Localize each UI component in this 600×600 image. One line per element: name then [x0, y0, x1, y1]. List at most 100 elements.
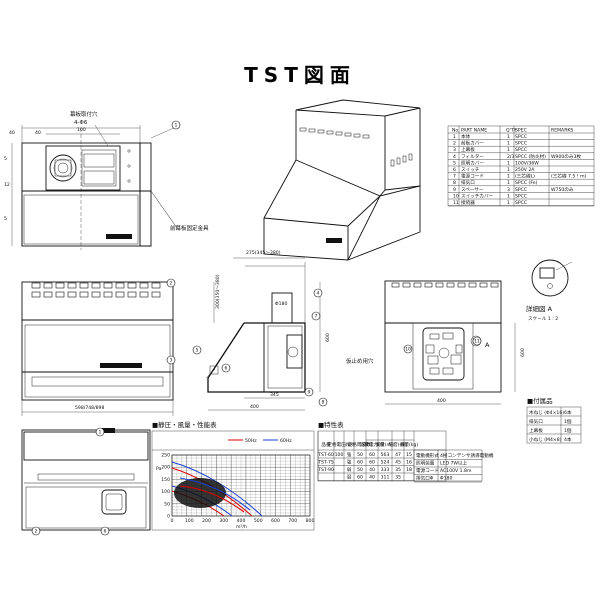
parts-cell: SPCC	[515, 200, 527, 206]
parts-header: Q'TY	[506, 128, 517, 134]
part-balloon-number: 7	[315, 314, 318, 320]
parts-cell: SPCC	[515, 147, 527, 153]
part-balloon-number: 5	[196, 348, 199, 354]
spec-note-key: 電動機形式	[416, 452, 439, 459]
parts-cell: 2/3	[507, 154, 514, 160]
spec-cell: 弱	[347, 467, 352, 473]
accessory-name: 小ねじ (M4×8)	[529, 436, 562, 443]
parts-cell: SPCC	[515, 141, 527, 147]
parts-cell: SPCC (Fe)	[515, 180, 538, 186]
part-balloon	[95, 427, 105, 437]
spec-cell: 40	[369, 467, 375, 473]
svg-text:600: 600	[325, 333, 331, 342]
isometric-view	[263, 99, 421, 261]
part-balloon-number: 1	[99, 430, 102, 436]
part-balloon	[403, 344, 413, 354]
spec-cell: 35	[395, 467, 401, 473]
parts-cell: 1	[507, 147, 510, 153]
parts-cell: 排気口	[461, 179, 475, 186]
parts-cell: 1	[453, 134, 456, 140]
svg-text:40: 40	[9, 130, 15, 136]
parts-cell: SPCC	[515, 193, 527, 199]
parts-cell: 1	[507, 180, 510, 186]
parts-cell: フィルター	[461, 153, 484, 160]
y-tick-label: 100	[161, 489, 170, 495]
part-balloon	[472, 336, 482, 346]
spec-note-value: 4極コンデンサ誘導電動機	[440, 452, 494, 459]
parts-cell: W900のみ3枚	[551, 153, 581, 160]
parts-cell: 11	[453, 200, 459, 206]
spec-cell: TST-75	[317, 460, 334, 466]
part-balloon-number: 3	[170, 358, 173, 364]
spec-cell: 563	[381, 452, 390, 458]
front-view-main: 598/748/898	[21, 281, 174, 416]
y-tick-label: 150	[161, 477, 170, 483]
part-balloon-number: 2	[35, 529, 38, 535]
y-tick-label: 50	[164, 501, 170, 507]
x-tick-label: 100	[185, 518, 194, 524]
part-balloon-number: 4	[317, 291, 320, 297]
spec-cell: 強	[347, 459, 352, 466]
y-tick-label: 200	[161, 465, 170, 471]
part-balloon	[166, 355, 176, 365]
spec-cell: TST-90	[317, 467, 334, 473]
parts-cell: 1	[507, 193, 510, 199]
part-balloon-number: 9	[308, 390, 311, 396]
part-balloon-number: 10	[405, 347, 411, 353]
fall-stop-hole-label: 仮止め用穴	[346, 357, 374, 365]
parts-cell: SPCC (防炎材)	[515, 153, 546, 160]
spec-cell: 60	[357, 460, 363, 466]
svg-text:600: 600	[520, 348, 526, 357]
svg-text:400: 400	[250, 404, 259, 410]
spec-cell: 311	[381, 475, 390, 481]
part-balloon	[313, 288, 323, 298]
spec-note-value: LED 7W以上	[440, 460, 468, 467]
parts-cell: 100V/36W	[515, 160, 539, 166]
part-balloon-number: 6	[225, 366, 228, 372]
front-view-top: 40 40 100 12 5 5	[4, 125, 141, 250]
detail-a-scale: スケール 1 : 2	[528, 315, 558, 322]
svg-text:300(350～380): 300(350～380)	[215, 274, 221, 309]
svg-text:345: 345	[270, 392, 279, 398]
spec-note-key: 電源コード	[416, 467, 439, 474]
accessory-name: 上幕板	[529, 427, 543, 434]
spec-header: 風量(m³/	[376, 441, 395, 448]
spec-header: 騒音(dB)	[389, 441, 408, 448]
spec-cell: 60	[369, 452, 375, 458]
part-balloon-number: 11	[474, 339, 480, 345]
spec-cell: 弱	[347, 475, 352, 481]
svg-text:Φ180: Φ180	[275, 301, 287, 307]
rear-view: 400 600 A	[384, 280, 526, 405]
x-tick-label: 400	[237, 518, 246, 524]
accessory-qty: 1個	[564, 418, 572, 425]
parts-cell: 1	[507, 160, 510, 166]
svg-text:5: 5	[4, 156, 7, 162]
x-tick-label: 700	[288, 518, 297, 524]
spec-note-value: AC100V 1.8m	[440, 468, 472, 474]
part-balloon	[171, 120, 181, 130]
parts-cell: 上幕板	[461, 146, 475, 153]
parts-cell: SPCC	[515, 134, 527, 140]
parts-cell: 250V 2A	[515, 167, 535, 173]
mount-holes-spec: 4-Φ6	[74, 120, 88, 126]
svg-text:50Hz: 50Hz	[245, 438, 257, 444]
y-tick-label: 250	[161, 453, 170, 459]
part-balloon-number: 1	[175, 123, 178, 129]
spec-cell: 35	[395, 475, 401, 481]
performance-title: ■静圧・風量・性能表	[152, 420, 217, 429]
parts-cell: 5	[453, 160, 456, 166]
point-a: A	[485, 341, 490, 349]
spec-cell: 15	[406, 452, 412, 458]
svg-text:12: 12	[4, 182, 10, 188]
parts-cell: 1	[507, 134, 510, 140]
detail-a-title: 詳細図 A	[526, 304, 553, 313]
front-panel-fix-label: 前幕板固定金具	[170, 224, 209, 232]
parts-cell: 9	[453, 187, 456, 193]
svg-text:598/748/898: 598/748/898	[75, 405, 104, 411]
spec-cell: 333	[381, 467, 390, 473]
spec-cell: 50	[357, 452, 363, 458]
parts-header: No.	[452, 128, 460, 134]
